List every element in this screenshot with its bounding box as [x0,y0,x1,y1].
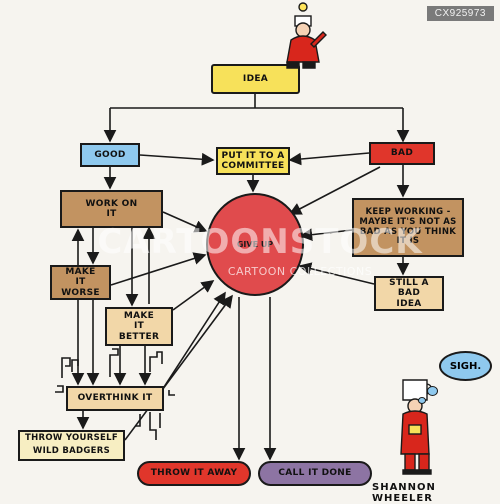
inventor-figure [286,2,327,69]
artist-signature: SHANNON WHEELER [372,482,436,504]
node-make-it-worse: MAKE IT WORSE [50,265,111,300]
node-keep-working: KEEP WORKING - MAYBE IT'S NOT AS BAD AS … [352,198,464,257]
thought-bubble-dot-small [418,397,426,404]
node-still-bad-idea: STILL A BAD IDEA [374,276,444,311]
node-throw-it-away: THROW IT AWAY [137,461,251,486]
give-up-label: GIVE UP [236,240,274,249]
node-good: GOOD [80,143,140,167]
node-work-on-it: WORK ON IT [60,190,163,228]
thought-bubble-text: SIGH. [449,360,482,372]
throw-yourself-line1: THROW YOURSELF [25,433,118,444]
stock-id-tag: CX925973 [426,6,494,21]
throw-yourself-line2: WILD BADGERS [32,446,111,456]
sighing-figure [400,379,432,475]
node-bad: BAD [369,142,435,165]
node-idea: IDEA [211,64,300,94]
node-overthink-it: OVERTHINK IT [66,386,164,411]
thought-bubble: SIGH. [439,351,492,381]
node-call-it-done: CALL IT DONE [258,461,372,486]
node-make-it-better: MAKE IT BETTER [105,307,173,346]
thought-bubble-dot-large [427,386,438,396]
node-throw-yourself: THROW YOURSELF WILD BADGERS [18,430,125,461]
node-committee: PUT IT TO A COMMITTEE [216,147,290,175]
node-give-up: GIVE UP [206,193,304,296]
